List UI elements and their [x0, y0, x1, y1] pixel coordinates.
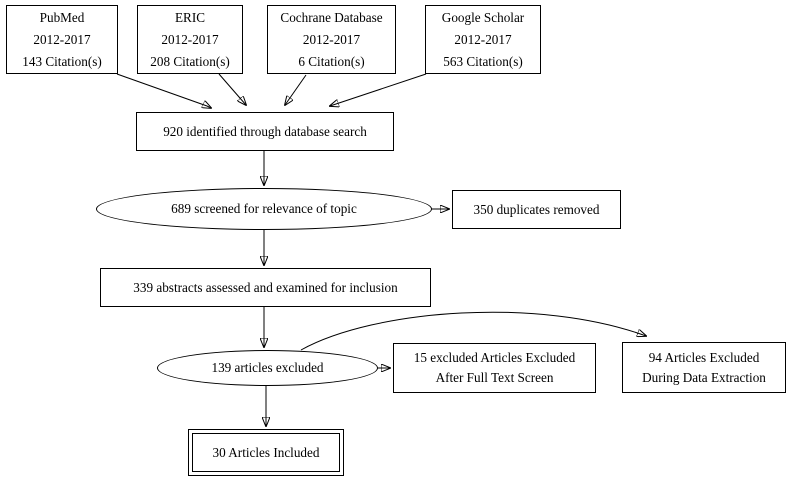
source-name: PubMed — [39, 9, 85, 25]
articles-excluded-ellipse: 139 articles excluded — [157, 350, 378, 386]
screened-ellipse: 689 screened for relevance of topic — [96, 188, 432, 230]
source-citations: 563 Citation(s) — [443, 53, 523, 69]
source-citations: 6 Citation(s) — [298, 53, 365, 69]
duplicates-removed-label: 350 duplicates removed — [473, 201, 600, 217]
source-years: 2012-2017 — [302, 31, 361, 47]
included-box: 30 Articles Included — [188, 429, 344, 476]
arrow-to-data-extraction — [300, 311, 646, 351]
source-box-eric: ERIC 2012-2017 208 Citation(s) — [137, 5, 243, 74]
duplicates-removed-box: 350 duplicates removed — [452, 190, 621, 229]
articles-excluded-label: 139 articles excluded — [211, 360, 324, 375]
full-text-excluded-box: 15 excluded Articles Excluded After Full… — [393, 343, 596, 393]
source-citations: 143 Citation(s) — [22, 53, 102, 69]
arrow-google-to-identified — [330, 73, 427, 106]
identified-label: 920 identified through database search — [163, 123, 367, 139]
full-text-excluded-line1: 15 excluded Articles Excluded — [413, 350, 576, 365]
included-label: 30 Articles Included — [212, 444, 320, 460]
abstracts-assessed-box: 339 abstracts assessed and examined for … — [100, 268, 431, 307]
arrow-cochrane-to-identified — [285, 74, 307, 105]
source-citations: 208 Citation(s) — [150, 53, 230, 69]
abstracts-assessed-label: 339 abstracts assessed and examined for … — [133, 279, 398, 295]
included-box-inner-border: 30 Articles Included — [192, 433, 340, 472]
source-box-cochrane: Cochrane Database 2012-2017 6 Citation(s… — [267, 5, 396, 74]
source-name: Google Scholar — [441, 9, 525, 25]
source-years: 2012-2017 — [33, 31, 91, 47]
data-extraction-excluded-line1: 94 Articles Excluded — [648, 349, 760, 365]
identified-box: 920 identified through database search — [136, 112, 394, 151]
arrow-eric-to-identified — [218, 73, 246, 105]
screened-label: 689 screened for relevance of topic — [171, 201, 357, 216]
source-box-pubmed: PubMed 2012-2017 143 Citation(s) — [6, 5, 118, 74]
source-box-google-scholar: Google Scholar 2012-2017 563 Citation(s) — [425, 5, 541, 74]
source-name: Cochrane Database — [280, 9, 383, 25]
source-years: 2012-2017 — [161, 31, 219, 47]
arrow-pubmed-to-identified-head — [207, 106, 211, 108]
arrow-pubmed-to-identified — [116, 73, 208, 107]
source-years: 2012-2017 — [454, 31, 512, 47]
data-extraction-excluded-box: 94 Articles Excluded During Data Extract… — [622, 342, 786, 393]
data-extraction-excluded-line2: During Data Extraction — [642, 369, 766, 385]
source-name: ERIC — [174, 9, 206, 25]
full-text-excluded-line2: After Full Text Screen — [435, 370, 554, 385]
